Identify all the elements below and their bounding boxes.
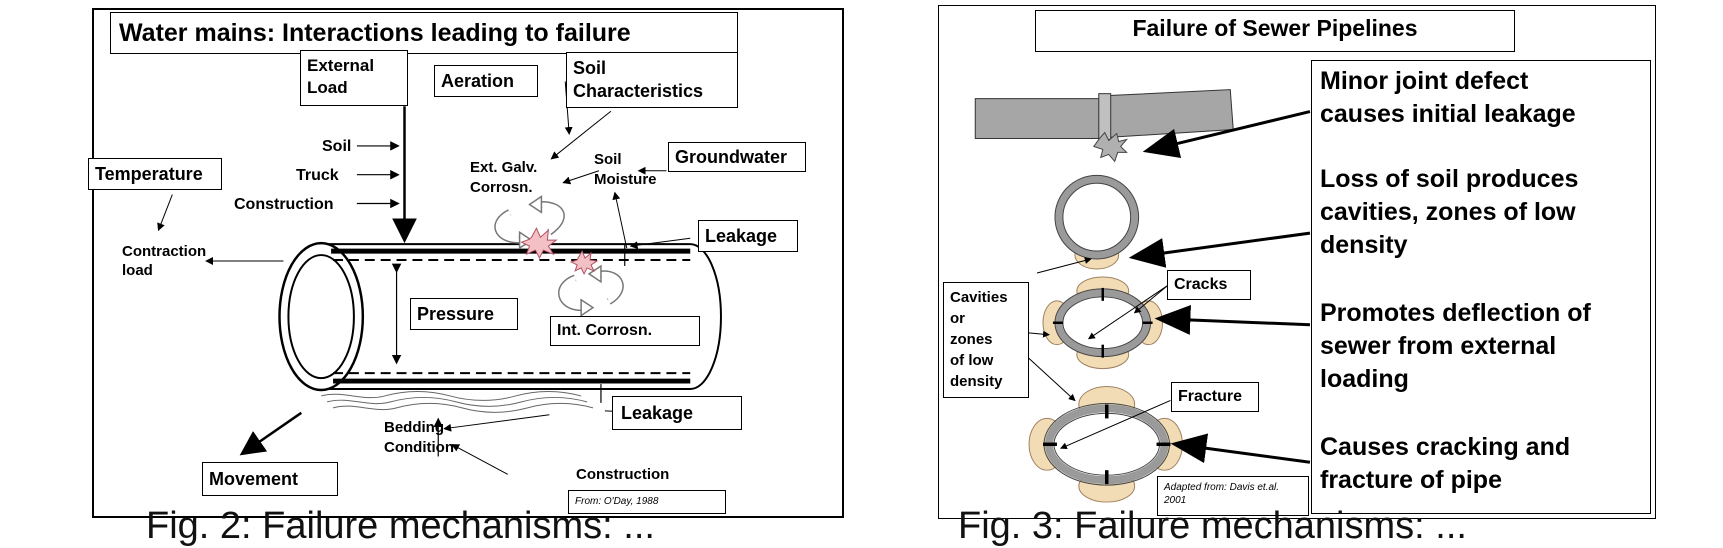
left-diagram-graphics (157, 81, 722, 475)
external-load-label: External Load (300, 50, 408, 106)
source-credit: From: O'Day, 1988 (568, 490, 726, 514)
soil-load-label: Soil (322, 138, 352, 155)
stage-4-text: Causes cracking and fracture of pipe (1320, 433, 1571, 494)
stages-text-box: Minor joint defect causes initial leakag… (1311, 60, 1651, 514)
right-diagram-graphics (974, 89, 1311, 503)
truck-load-label: Truck (296, 167, 339, 184)
bedding-condition-label: Bedding Condition (384, 419, 454, 456)
contraction-load-label: Contraction load (122, 243, 207, 279)
left-diagram-title: Water mains: Interactions leading to fai… (110, 12, 738, 54)
groundwater-label: Groundwater (668, 142, 806, 172)
left-figure-caption: Fig. 2: Failure mechanisms: ... (146, 505, 655, 547)
construction-bottom-label: Construction (576, 466, 670, 483)
stage-3-text: Promotes deflection of sewer from extern… (1320, 299, 1591, 393)
source-credit-right: Adapted from: Davis et.al. 2001 (1157, 476, 1309, 516)
cracks-label: Cracks (1167, 270, 1251, 300)
construction-load-label: Construction (234, 196, 334, 213)
left-diagram-panel: Water mains: Interactions leading to fai… (88, 8, 844, 518)
bedding-lines (321, 391, 594, 413)
pipe-ring-deflection (1042, 276, 1164, 370)
stage-1-text: Minor joint defect causes initial leakag… (1320, 67, 1576, 128)
movement-label: Movement (202, 462, 338, 496)
pipe-ring-cavity (1054, 174, 1140, 270)
right-diagram-title: Failure of Sewer Pipelines (1035, 10, 1515, 52)
leakage-top-label: Leakage (698, 220, 798, 252)
int-corrosion-label: Int. Corrosn. (550, 316, 700, 346)
cavities-label: Cavities or zones of low density (943, 282, 1029, 398)
corrosion-burst-icon (520, 227, 558, 260)
temperature-label: Temperature (88, 158, 222, 190)
pipe-joint-defect (974, 89, 1234, 163)
right-figure-caption: Fig. 3: Failure mechanisms: ... (958, 505, 1467, 547)
soil-moisture-label: Soil Moisture (594, 151, 657, 188)
stage-2-text: Loss of soil produces cavities, zones of… (1320, 165, 1579, 259)
soil-characteristics-label: Soil Characteristics (566, 52, 738, 108)
fracture-label: Fracture (1171, 382, 1259, 412)
right-diagram-panel: Failure of Sewer Pipelines Minor joint d… (938, 5, 1656, 519)
aeration-label: Aeration (434, 65, 538, 97)
ext-galv-corrosion-label: Ext. Galv. Corrosn. (470, 159, 538, 196)
movement-arrow (239, 411, 303, 456)
pressure-label: Pressure (410, 298, 518, 330)
leakage-bottom-label: Leakage (612, 396, 742, 430)
